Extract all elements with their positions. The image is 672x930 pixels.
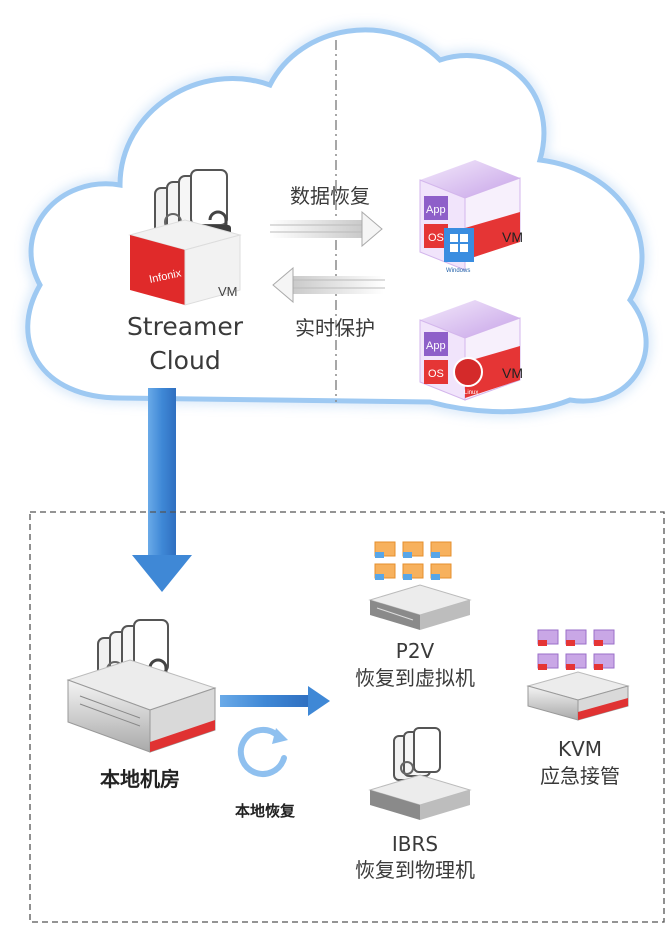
windows-logo-icon <box>450 234 468 252</box>
vm-linux-icon: App OS VM Linux <box>419 300 523 401</box>
kvm-server-icon <box>526 629 630 721</box>
kvm-title: KVM <box>557 737 603 761</box>
local-site-label: 本地机房 <box>100 767 180 791</box>
vm2-os-text: OS <box>428 368 444 380</box>
local-server-icon <box>66 619 217 753</box>
p2v-title: P2V <box>395 639 435 663</box>
vm1-os-text: OS <box>428 232 444 244</box>
local-restore-label: 本地恢复 <box>234 802 295 820</box>
p2v-server-icon <box>368 541 472 630</box>
vm2-vm-text: VM <box>502 365 523 381</box>
local-site-box <box>29 511 665 923</box>
streamer-cloud-label-line2: Cloud <box>149 346 221 375</box>
ibrs-title: IBRS <box>391 832 439 856</box>
refresh-icon <box>237 727 288 777</box>
kvm-desc: 应急接管 <box>540 764 620 788</box>
ibrs-desc: 恢复到物理机 <box>355 858 475 882</box>
vm2-app-text: App <box>426 340 446 352</box>
streamer-cloud-server-icon: Infonix VM <box>128 169 242 306</box>
realtime-protection-label: 实时保护 <box>295 316 375 340</box>
ibrs-server-icon <box>368 727 472 820</box>
linux-logo-icon <box>453 357 483 387</box>
vm-windows-icon: App OS VM Windows <box>419 160 523 274</box>
vm1-os-logo-text: Windows <box>446 268 470 274</box>
p2v-desc: 恢复到虚拟机 <box>355 666 475 690</box>
arrow-realtime-protection <box>272 266 385 304</box>
arrow-cloud-to-local <box>132 388 192 592</box>
vm1-app-text: App <box>426 204 446 216</box>
streamer-cloud-label-line1: Streamer <box>126 312 244 341</box>
server-vm-text: VM <box>218 284 238 299</box>
vm2-os-logo-text: Linux <box>464 390 478 396</box>
data-recovery-label: 数据恢复 <box>290 184 370 208</box>
arrow-local-restore <box>220 686 330 716</box>
vm1-vm-text: VM <box>502 229 523 245</box>
arrow-data-recovery <box>270 210 383 248</box>
